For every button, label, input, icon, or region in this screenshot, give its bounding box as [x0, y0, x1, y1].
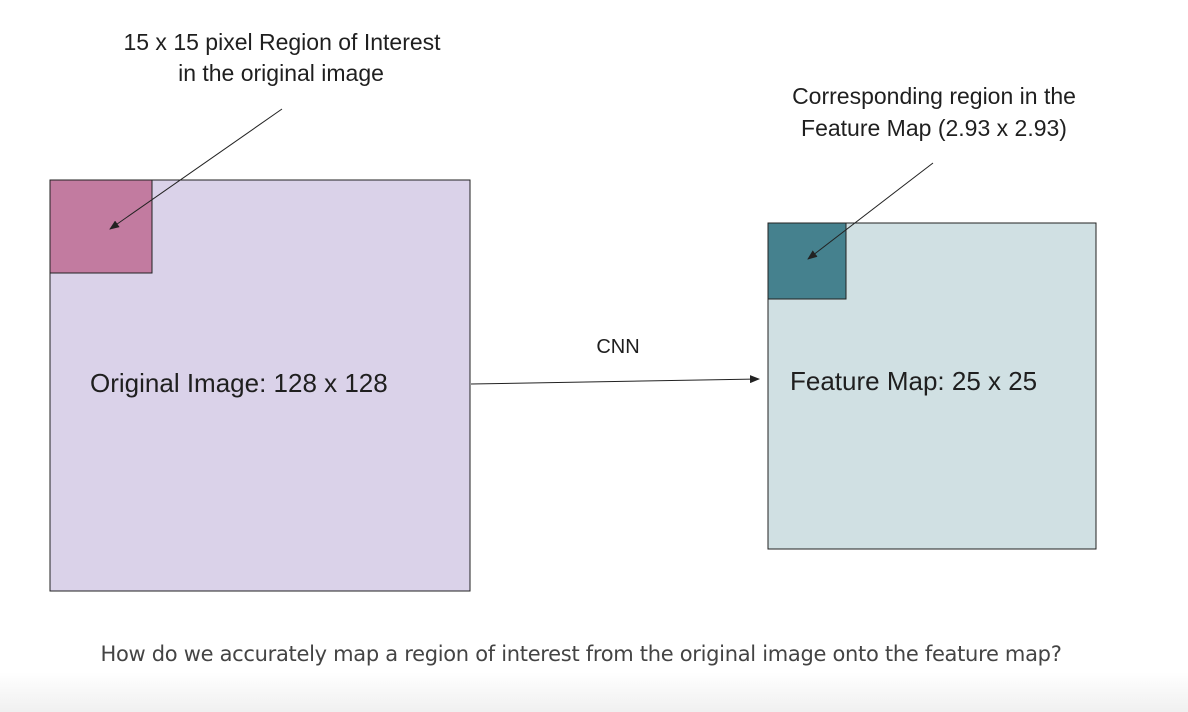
roi-pointer-arrow [109, 108, 283, 230]
cnn-label: CNN [596, 336, 639, 358]
feature-roi-label-line1: Corresponding region in the [792, 83, 1076, 109]
feature-roi-box [767, 222, 847, 300]
roi-label-line2: in the original image [178, 60, 384, 86]
feature-roi-label-line2: Feature Map (2.93 x 2.93) [801, 115, 1067, 141]
feature-map-label: Feature Map: 25 x 25 [790, 366, 1037, 396]
roi-mapping-diagram: 15 x 15 pixel Region of Interest in the … [49, 29, 1097, 592]
original-roi-box [49, 179, 153, 274]
feature-roi-pointer-arrow [807, 162, 934, 260]
figure-caption: How do we accurately map a region of int… [100, 642, 1062, 666]
bottom-fade [0, 672, 1188, 712]
cnn-arrow [470, 375, 760, 385]
original-image-label: Original Image: 128 x 128 [90, 368, 388, 398]
roi-label-line1: 15 x 15 pixel Region of Interest [123, 29, 441, 55]
